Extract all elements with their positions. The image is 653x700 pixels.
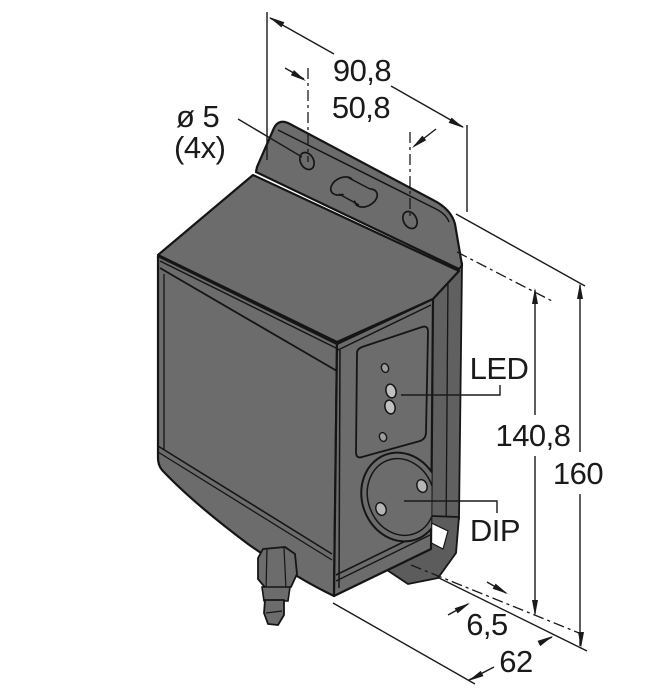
dim-width-bottom-label: 62 <box>499 644 532 679</box>
led-indicator-1 <box>385 383 397 399</box>
labels: 90,8 50,8 ø 5 (4x) LED 140,8 160 DIP 6,5… <box>174 53 604 679</box>
hole-diameter-leader <box>237 118 303 158</box>
mounting-hole-left <box>299 151 315 171</box>
hole-diameter-label: ø 5 <box>176 99 219 134</box>
dim-hole-spacing-label: 50,8 <box>332 90 390 125</box>
dim-depth-offset-label: 6,5 <box>466 607 508 642</box>
indicator-dot-bottom <box>378 431 388 443</box>
mounting-hole-right <box>402 210 418 230</box>
led-indicator-2 <box>384 399 396 415</box>
housing-front-face <box>156 254 339 598</box>
dim-height-total-label: 160 <box>553 456 603 491</box>
housing-top-face <box>156 173 461 344</box>
dimension-lines <box>237 12 588 685</box>
led-label: LED <box>470 351 529 386</box>
led-panel <box>355 325 429 459</box>
dip-screw-1 <box>416 478 428 494</box>
cable-gland <box>257 546 298 626</box>
dip-screw-2 <box>375 501 387 517</box>
indicator-dot-top <box>380 362 390 374</box>
dip-label: DIP <box>470 513 520 548</box>
bracket-slot <box>329 176 379 208</box>
dim-height-body-label: 140,8 <box>495 418 570 453</box>
led-leader <box>401 385 501 396</box>
dip-cover <box>360 451 433 543</box>
hole-count-label: (4x) <box>174 130 225 165</box>
dip-leader <box>404 500 498 513</box>
dim-width-top-label: 90,8 <box>333 53 391 88</box>
